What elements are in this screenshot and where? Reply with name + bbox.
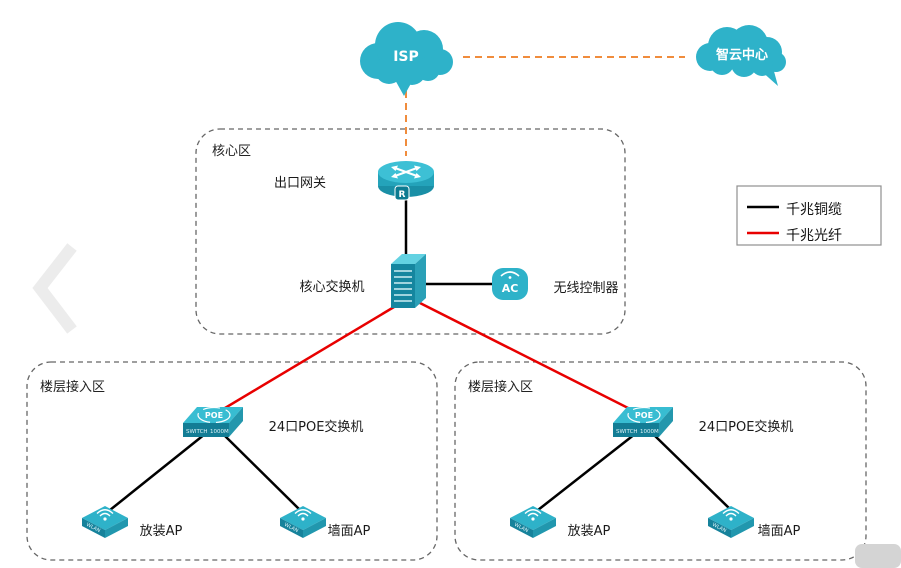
poe-left-to-ap2-link	[222, 433, 301, 511]
poe-switch-left-label: 24口POE交换机	[268, 420, 364, 435]
legend-copper-label: 千兆铜缆	[786, 202, 842, 218]
access-zone-right-title: 楼层接入区	[468, 380, 534, 395]
speed-icon-text: 1000M	[210, 429, 229, 435]
poe-switch-right-icon: POE SWITCH 1000M	[613, 406, 673, 437]
ap-ceiling-right-label: 放装AP	[567, 524, 611, 539]
access-zone-left-box	[26, 361, 438, 561]
router-arrows-icon	[394, 167, 418, 177]
access-zone-right-box	[454, 361, 867, 561]
poe-switch-right-label: 24口POE交换机	[698, 420, 794, 435]
isp-cloud-label: ISP	[393, 49, 419, 65]
cloud-center-label: 智云中心	[716, 47, 768, 63]
speed-icon-text: 1000M	[640, 429, 659, 435]
switch-icon-text: SWITCH	[616, 429, 638, 435]
poe-left-to-ap1-link	[109, 433, 206, 511]
wireless-controller-icon: AC	[492, 268, 528, 300]
ap-ceiling-left-label: 放装AP	[139, 524, 183, 539]
poe-right-to-ap2-link	[652, 433, 732, 511]
gateway-label: 出口网关	[273, 176, 326, 191]
chevron-left-watermark-icon	[32, 243, 77, 334]
ap-wall-left-label: 墙面AP	[327, 524, 371, 539]
poe-right-to-ap1-link	[537, 433, 636, 511]
access-zone-left-title: 楼层接入区	[40, 380, 106, 395]
egress-gateway-icon: R	[378, 161, 434, 201]
core-switch-label: 核心交换机	[299, 280, 365, 295]
fiber-to-poe-left-link	[214, 302, 400, 416]
router-badge	[394, 185, 410, 201]
wireless-controller-label: 无线控制器	[553, 281, 619, 296]
fiber-to-poe-right-link	[415, 299, 641, 416]
ap-ceiling-left-icon: WLAN	[82, 506, 128, 538]
legend-box	[736, 185, 882, 246]
poe-switch-left-icon: POE SWITCH 1000M	[183, 406, 243, 437]
switch-icon-text: SWITCH	[186, 429, 208, 435]
ap-ceiling-right-icon: WLAN	[510, 506, 556, 538]
poe-icon-text: POE	[205, 411, 223, 420]
core-switch-icon	[391, 254, 426, 308]
ac-icon-text: AC	[502, 282, 519, 295]
router-badge-text: R	[399, 190, 406, 200]
ap-wall-right-icon: WLAN	[708, 506, 754, 538]
cloud-center-icon: 智云中心	[696, 25, 786, 86]
poe-icon-text: POE	[635, 411, 653, 420]
corner-overlay	[855, 544, 901, 568]
core-zone-box	[195, 128, 626, 335]
core-zone-title: 核心区	[212, 144, 252, 159]
legend-fiber-label: 千兆光纤	[786, 228, 842, 244]
isp-cloud-icon: ISP	[360, 22, 453, 96]
ap-wall-right-label: 墙面AP	[757, 524, 801, 539]
